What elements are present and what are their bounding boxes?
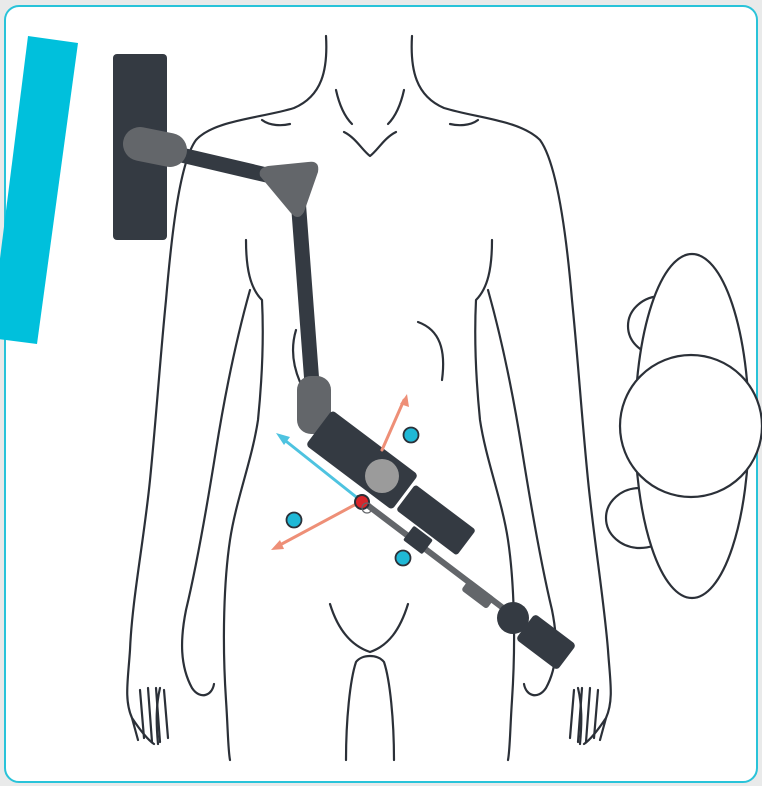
surgeon-head <box>620 355 762 497</box>
port-left <box>287 513 302 528</box>
port-lower <box>396 551 411 566</box>
arm-base-joint <box>140 144 170 150</box>
port-upper-right <box>404 428 419 443</box>
instrument-hub <box>365 459 399 493</box>
